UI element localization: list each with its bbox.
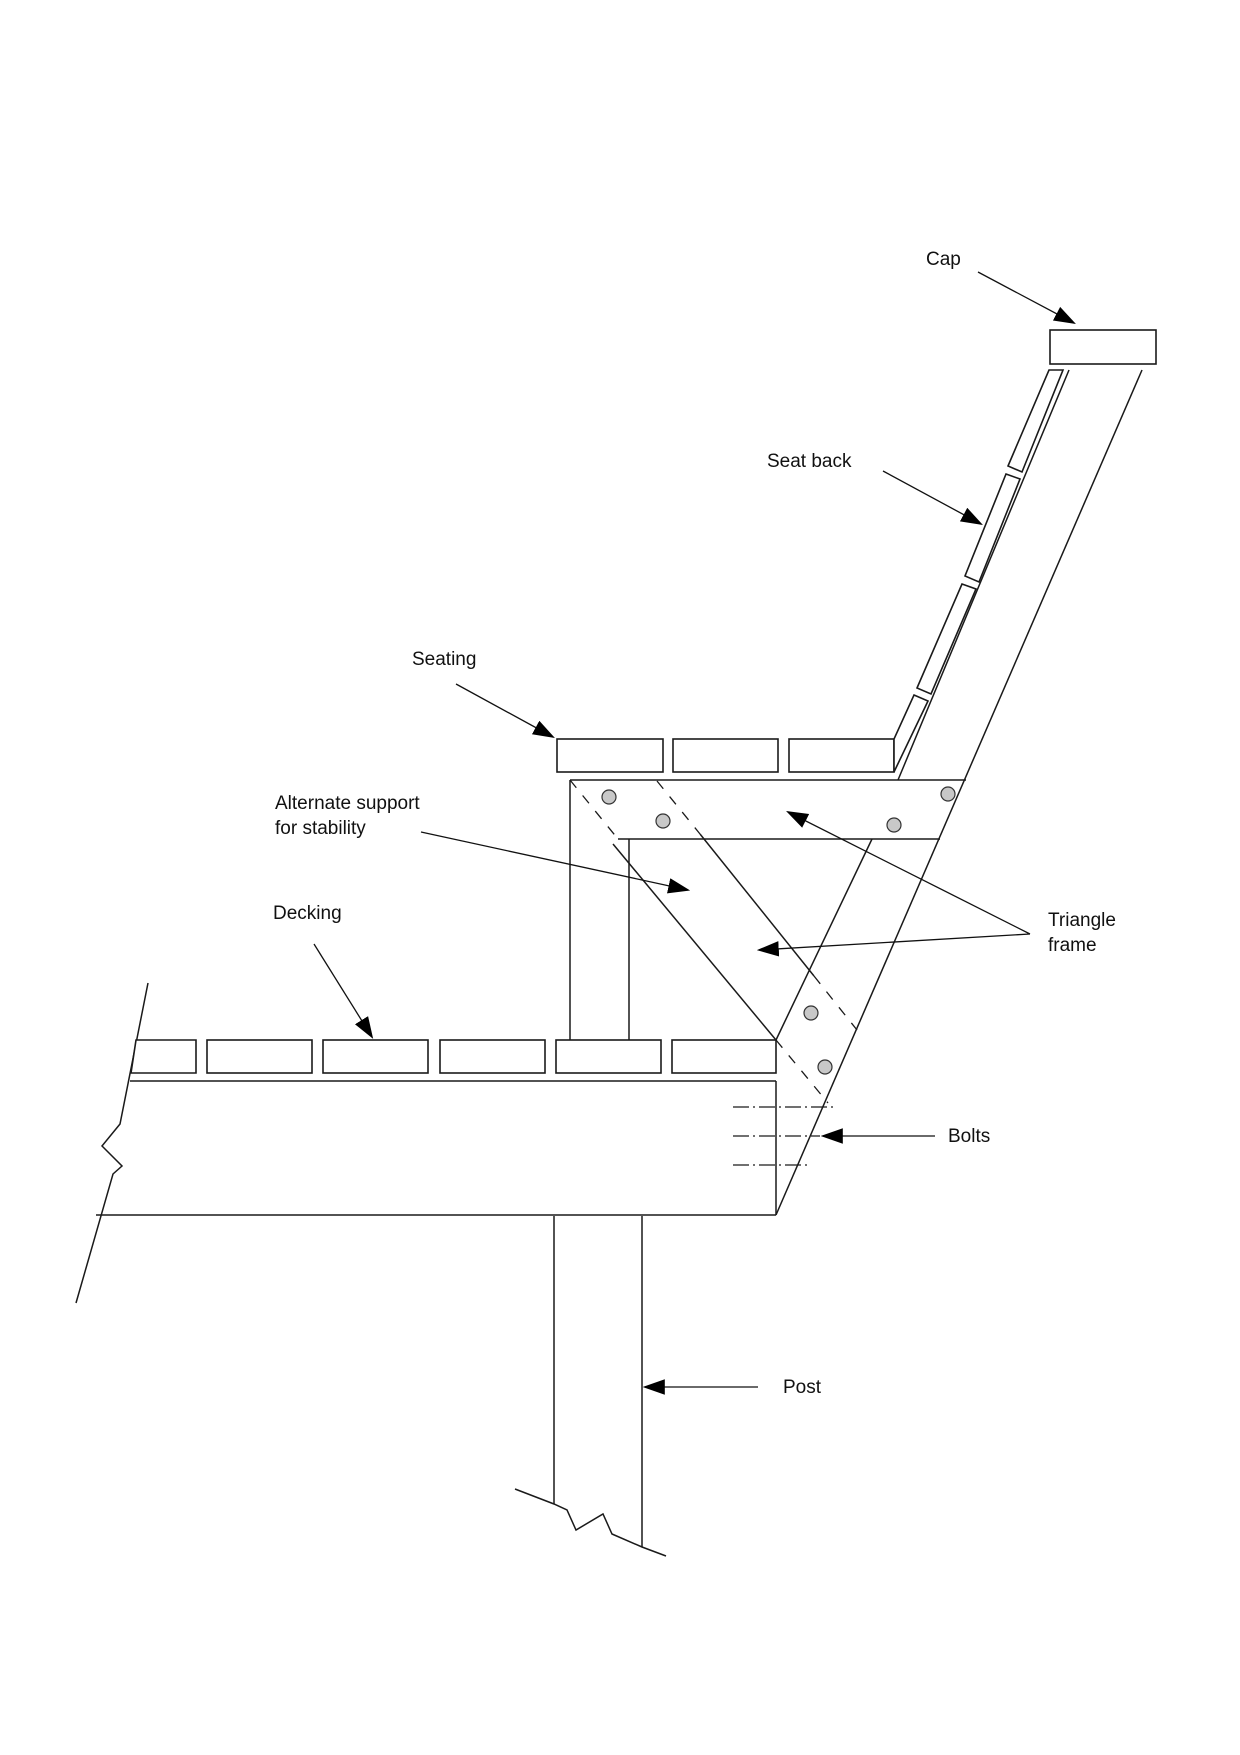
left-break-line bbox=[75, 982, 149, 1304]
seat-back-board bbox=[893, 693, 930, 773]
bolt bbox=[940, 786, 956, 802]
seat-back-board bbox=[1006, 369, 1065, 474]
bolt bbox=[803, 1005, 819, 1021]
seating-leader bbox=[455, 683, 555, 739]
alternate-support-leader bbox=[420, 831, 691, 894]
seating-boards bbox=[556, 738, 895, 773]
seating-board bbox=[672, 738, 779, 773]
alternate-support-label-line1: Alternate support bbox=[275, 793, 420, 814]
bolts-label: Bolts bbox=[948, 1126, 990, 1147]
post-break-line bbox=[514, 1488, 667, 1557]
alternate-support bbox=[569, 779, 858, 1104]
seat-back-leader bbox=[882, 470, 983, 526]
post-label: Post bbox=[783, 1377, 822, 1398]
bolt bbox=[655, 813, 671, 829]
joist-bolt-centerlines bbox=[733, 1106, 834, 1166]
post bbox=[514, 1216, 667, 1557]
triangle-frame-leader-lower bbox=[756, 933, 1031, 957]
bolt bbox=[886, 817, 902, 833]
decking-board bbox=[439, 1039, 546, 1074]
cap-label: Cap bbox=[926, 249, 961, 270]
triangle-frame-leader-upper bbox=[786, 811, 1031, 935]
seating-board bbox=[788, 738, 895, 773]
seat-back-label: Seat back bbox=[767, 451, 852, 472]
seat-back-board bbox=[915, 582, 978, 696]
bolt bbox=[817, 1059, 833, 1075]
seating-board bbox=[556, 738, 664, 773]
decking-board bbox=[130, 1039, 197, 1074]
triangle-frame-label-line2: frame bbox=[1048, 935, 1097, 956]
triangle-frame-label-line1: Triangle bbox=[1048, 910, 1116, 931]
decking-board bbox=[322, 1039, 429, 1074]
decking-board bbox=[206, 1039, 313, 1074]
triangle-frame bbox=[569, 369, 1143, 1216]
decking-leader bbox=[313, 943, 374, 1039]
seat-back-board bbox=[963, 472, 1022, 584]
cap-leader bbox=[977, 271, 1076, 325]
cap-board bbox=[1049, 329, 1157, 365]
frame-bolts bbox=[601, 786, 956, 1075]
bolt bbox=[601, 789, 617, 805]
seating-label: Seating bbox=[412, 649, 476, 670]
joist-beam bbox=[96, 1080, 777, 1216]
alternate-support-label-line2: for stability bbox=[275, 818, 366, 839]
decking-board bbox=[671, 1039, 777, 1074]
decking-boards bbox=[130, 1039, 777, 1074]
decking-board bbox=[555, 1039, 662, 1074]
seat-back bbox=[893, 369, 1070, 781]
decking-label: Decking bbox=[273, 903, 342, 924]
